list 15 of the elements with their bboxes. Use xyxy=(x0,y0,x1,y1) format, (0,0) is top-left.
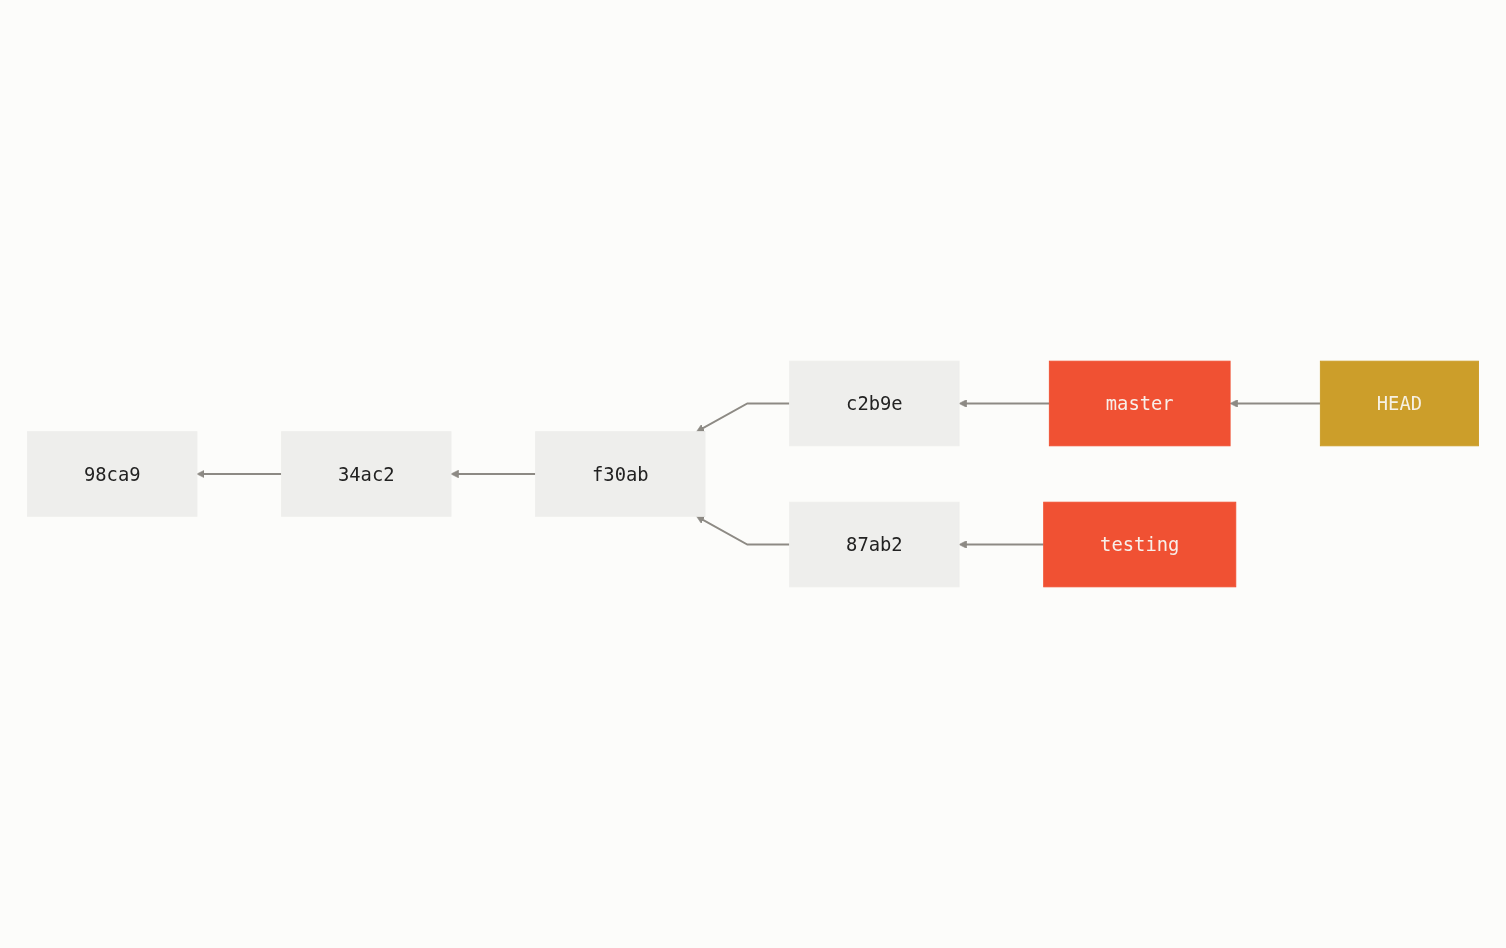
node-box: master xyxy=(1048,360,1231,447)
arrow xyxy=(696,402,791,433)
arrow xyxy=(1229,399,1322,408)
node-box: 87ab2 xyxy=(789,501,960,588)
node-box: testing xyxy=(1043,501,1237,588)
node-box: f30ab xyxy=(535,431,706,517)
node-box: 98ca9 xyxy=(27,431,198,517)
arrow xyxy=(196,469,283,479)
arrow xyxy=(450,469,537,479)
node-box: 34ac2 xyxy=(281,431,452,517)
node-box: c2b9e xyxy=(789,360,960,447)
node-box: HEAD xyxy=(1319,360,1479,447)
arrow xyxy=(696,515,791,546)
arrow xyxy=(958,399,1051,408)
arrow xyxy=(958,540,1045,549)
